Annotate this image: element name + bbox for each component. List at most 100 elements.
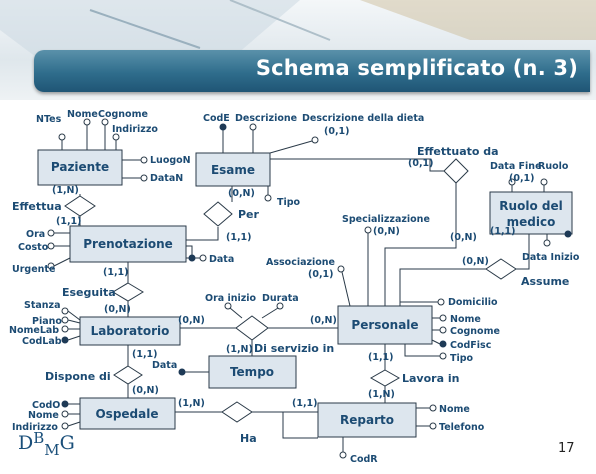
attr-descr-dieta-card: (0,1) (324, 126, 350, 137)
rel-per-shape (203, 201, 233, 227)
attr-datan-circle (140, 174, 148, 182)
logo-b: B (33, 429, 45, 447)
link-assume-personale (399, 268, 486, 306)
attr-costo: Costo (18, 242, 49, 253)
rel-effettuato-label: Effettuato da (417, 145, 499, 158)
attr-nome-rep: Nome (439, 404, 470, 415)
slide-header: Schema semplificato (n. 3) (0, 0, 596, 100)
relationship-per: Per (203, 201, 260, 227)
card-tempo-servizio: (1,N) (226, 344, 253, 355)
card-ruolo-assume: (1,1) (490, 226, 516, 237)
entity-ruolo-label-1: Ruolo del (499, 199, 562, 213)
attr-ntes: NTes (36, 114, 62, 125)
entity-personale: Personale (337, 305, 433, 345)
attr-ruolo: Ruolo (538, 161, 569, 172)
rel-dispone-label: Dispone di (45, 370, 111, 383)
rel-lavora-shape (369, 369, 401, 387)
attr-durata: Durata (262, 293, 299, 304)
attr-code: CodE (203, 113, 230, 124)
card-pers-lavora: (1,1) (368, 352, 394, 363)
attr-indirizzo-osp-circle (61, 422, 69, 430)
entity-esame-box (195, 152, 271, 187)
rel-servizio-label: Di servizio in (254, 342, 334, 355)
attr-indirizzo-paz-circle (112, 133, 120, 141)
logo-d: D (18, 432, 34, 454)
attr-codr-circle (339, 451, 347, 459)
attr-telefono-rep-circle (429, 422, 437, 430)
slide-title: Schema semplificato (n. 3) (255, 56, 578, 80)
card-paz-effettua: (1,N) (52, 185, 79, 196)
rel-effettua-shape (64, 195, 96, 217)
attr-data-pren: Data (209, 254, 234, 265)
card-lab-eseguita: (0,N) (104, 304, 131, 315)
header-decoration (0, 0, 596, 60)
attr-cognome-pers-circle (439, 326, 447, 334)
attributes: NTes Nome Cognome Indirizzo LuogoN DataN… (9, 109, 580, 465)
link-ha-reparto-2 (282, 412, 318, 439)
attr-descr-dieta-circle (311, 136, 319, 144)
attr-nome-paz-circle (83, 118, 91, 126)
stem-pren-key (186, 245, 193, 256)
stem-codfisc (431, 339, 441, 345)
connection-lines (79, 158, 530, 439)
attr-code-key-circle (219, 123, 227, 131)
attr-data-inizio-circle (543, 239, 551, 247)
rel-effettua-label: Effettua (12, 200, 62, 213)
attr-ruolo-key-circle (564, 230, 572, 238)
entity-ospedale: Ospedale (79, 397, 176, 430)
logo-g: G (59, 432, 75, 454)
link-per-prenotazione (186, 227, 219, 241)
entity-paziente-box (37, 149, 123, 186)
relationship-lavora-in: Lavora in (369, 369, 459, 387)
entity-prenotazione-label: Prenotazione (83, 237, 173, 251)
attr-nome-osp: Nome (28, 410, 59, 421)
entity-paziente-label: Paziente (51, 160, 109, 174)
attr-telefono-rep: Telefono (439, 422, 485, 433)
entity-laboratorio-box (79, 316, 181, 346)
rel-eseguita-shape (112, 282, 144, 302)
attr-nome-pers-circle (439, 314, 447, 322)
attr-luogon-circle (140, 156, 148, 164)
attr-cognome-pers: Cognome (450, 326, 500, 337)
attr-stanza: Stanza (24, 300, 61, 311)
header-paper-shape (360, 0, 596, 40)
card-osp-ha: (1,N) (178, 398, 205, 409)
card-lab-dispone: (1,1) (132, 349, 158, 360)
entity-reparto: Reparto (317, 402, 417, 438)
entity-laboratorio: Laboratorio (79, 316, 181, 346)
rel-servizio-shape (235, 315, 269, 341)
card-esame-per: (0,N) (228, 188, 255, 199)
attr-descr-dieta: Descrizione della dieta (302, 113, 424, 124)
attr-assoc-card: (0,1) (308, 269, 334, 280)
entity-tempo-box (208, 355, 297, 389)
stem-piano (67, 319, 81, 324)
attr-nome-rep-circle (429, 404, 437, 412)
attr-nomelab: NomeLab (9, 325, 59, 336)
attr-nome-pers: Nome (450, 314, 481, 325)
relationship-assume: Assume (485, 258, 569, 288)
relationship-di-servizio-in: Di servizio in (235, 315, 334, 355)
card-rep-lavora: (1,N) (368, 389, 395, 400)
header-stroke (89, 9, 201, 49)
page-number: 17 (558, 441, 575, 456)
attr-durata-circle (276, 302, 284, 310)
rel-ha-label: Ha (240, 432, 257, 445)
entity-reparto-label: Reparto (340, 413, 394, 427)
entity-prenotazione-box (69, 225, 187, 263)
attr-associazione: Associazione (266, 257, 335, 268)
card-osp-dispone: (0,N) (132, 385, 159, 396)
attr-ora-circle (47, 229, 55, 237)
card-pers-servizio: (0,N) (310, 315, 337, 326)
entity-ospedale-label: Ospedale (95, 407, 158, 421)
entity-tempo-label: Tempo (230, 365, 274, 379)
stem-ora-inizio (229, 307, 243, 319)
card-pers-assume: (0,N) (462, 256, 489, 267)
attr-tipo-pers-circle (439, 352, 447, 360)
entity-reparto-box (317, 402, 417, 438)
attr-data-fine: Data Fine (490, 161, 542, 172)
attr-data-tempo-key-circle (178, 368, 186, 376)
card-pren-effettua: (1,1) (56, 216, 82, 227)
entity-personale-box (337, 305, 433, 345)
stem-indirizzo-osp (67, 421, 81, 427)
